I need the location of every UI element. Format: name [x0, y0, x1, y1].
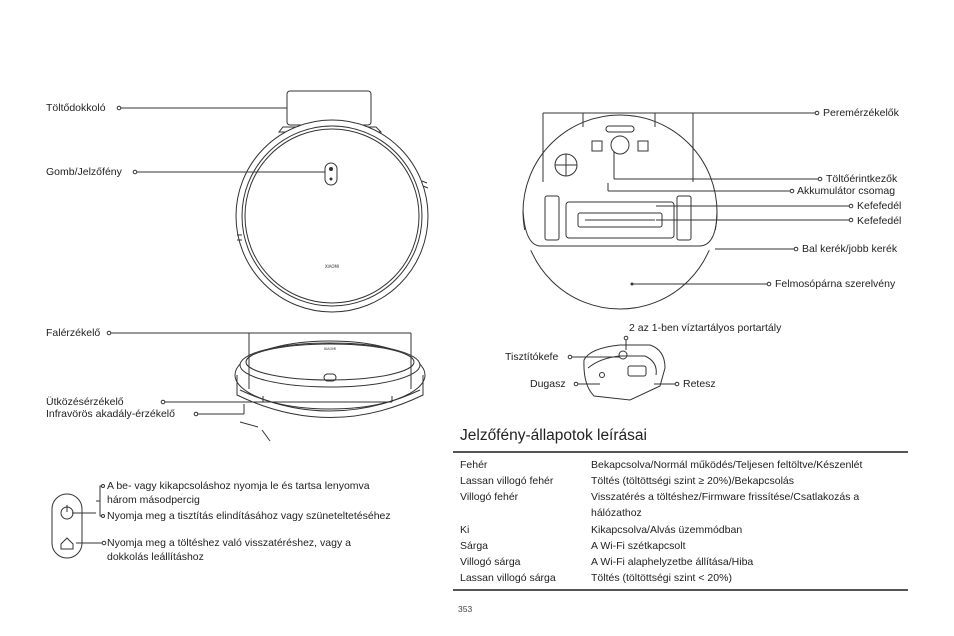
label-plug: Dugasz	[530, 378, 566, 390]
robot-brand-top: XIAOMI	[325, 264, 339, 269]
robot-brand-side: XIAOMI	[324, 347, 337, 351]
robot-top-view: XIAOMI	[235, 90, 429, 313]
meaning-cell: Töltés (töltöttségi szint < 20%)	[591, 572, 732, 584]
label-wall-sensor: Falérzékelő	[46, 327, 101, 339]
table-top-rule	[453, 451, 908, 453]
power-desc-line2: három másodpercig	[107, 494, 200, 506]
state-cell: Villogó sárga	[460, 556, 521, 568]
meaning-cell: A Wi-Fi szétkapcsolt	[591, 540, 686, 552]
state-cell: Sárga	[460, 540, 489, 552]
label-latch: Retesz	[683, 378, 716, 390]
top-button-drawing	[324, 162, 338, 186]
water-tank-drawing	[583, 344, 666, 401]
state-cell: Fehér	[460, 459, 488, 471]
label-brush-cover-1: Kefefedél	[857, 200, 902, 212]
label-collision-sensor: Ütközésérzékelő	[46, 396, 124, 408]
label-wheels: Bal kerék/jobb kerék	[802, 243, 898, 255]
page-number: 353	[458, 604, 473, 614]
power-desc-line1: A be- vagy kikapcsoláshoz nyomja le és t…	[107, 480, 370, 492]
meaning-cell: A Wi-Fi alaphelyzetbe állítása/Hiba	[591, 556, 754, 568]
power-desc-line3: Nyomja meg a tisztítás elindításához vag…	[107, 510, 391, 522]
label-brush-cover-2: Kefefedél	[857, 215, 902, 227]
label-cleaning-brush: Tisztítókefe	[505, 351, 559, 363]
button-panel-drawing	[51, 493, 83, 559]
label-ir-sensor: Infravörös akadály-érzékelő	[46, 408, 175, 420]
state-cell: Ki	[460, 524, 470, 536]
state-cell: Lassan villogó fehér	[460, 475, 554, 487]
label-charge-contacts: Töltőérintkezők	[826, 173, 898, 185]
home-desc-line1: Nyomja meg a töltéshez való visszatérésh…	[107, 537, 351, 549]
table-bottom-rule	[453, 589, 908, 591]
label-mop-mount: Felmosópárna szerelvény	[775, 278, 896, 290]
robot-bottom-view	[522, 114, 718, 310]
home-desc-line2: dokkolás leállításhoz	[107, 551, 204, 563]
status-section-title: Jelzőfény-állapotok leírásai	[460, 427, 647, 444]
label-dock: Töltődokkoló	[46, 102, 106, 114]
label-cliff-sensors: Peremérzékelők	[823, 107, 899, 119]
meaning-cell: Visszatérés a töltéshez/Firmware frissít…	[591, 491, 860, 503]
state-cell: Lassan villogó sárga	[460, 572, 556, 584]
label-button-light: Gomb/Jelzőfény	[46, 166, 122, 178]
meaning-cell: hálózathoz	[591, 507, 642, 519]
robot-side-view: XIAOMI	[234, 340, 426, 442]
meaning-cell: Bekapcsolva/Normál működés/Teljesen felt…	[591, 459, 863, 471]
label-tank: 2 az 1-ben víztartályos portartály	[629, 322, 782, 334]
state-cell: Villogó fehér	[460, 491, 519, 503]
meaning-cell: Kikapcsolva/Alvás üzemmódban	[591, 524, 743, 536]
home-icon	[60, 537, 74, 550]
label-battery: Akkumulátor csomag	[797, 185, 896, 197]
meaning-cell: Töltés (töltöttségi szint ≥ 20%)/Bekapcs…	[591, 475, 795, 487]
